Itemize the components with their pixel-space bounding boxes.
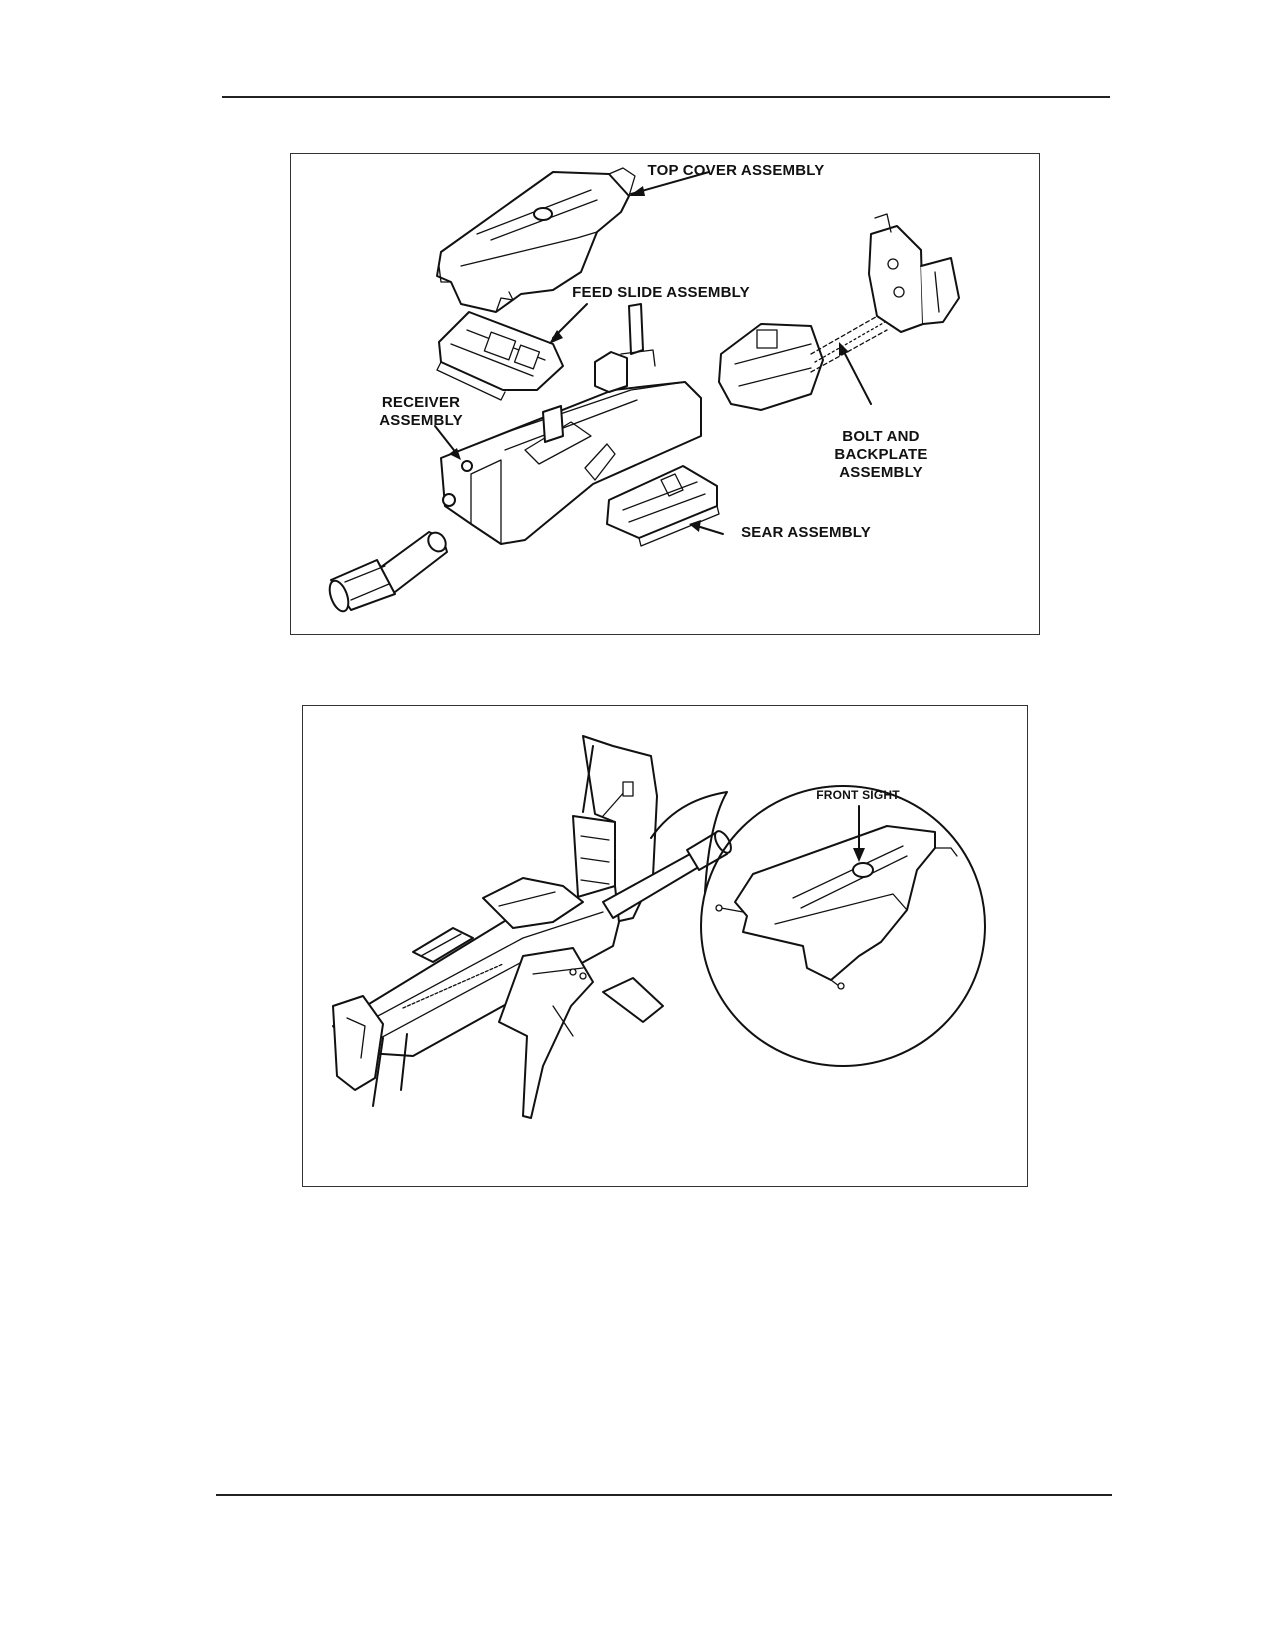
detail-cover-drawing [715, 825, 958, 990]
footer-rule [216, 1494, 1112, 1496]
label-receiver-assembly: RECEIVER ASSEMBLY [379, 394, 463, 429]
feed-slide-drawing [436, 311, 564, 401]
receiver-body-drawing [332, 877, 620, 1107]
top-cover-drawing [436, 167, 636, 313]
sear-drawing [606, 465, 720, 547]
front-sight-figure: FRONT SIGHT [302, 705, 1028, 1187]
bolt-leader [842, 349, 872, 405]
label-bolt-backplate-assembly: BOLT AND BACKPLATE ASSEMBLY [834, 428, 928, 481]
barrel-raised-drawing [602, 830, 732, 919]
label-front-sight: FRONT SIGHT [816, 788, 900, 802]
callout-connector [650, 791, 728, 893]
header-rule [222, 96, 1110, 98]
top-cover-leader [630, 171, 710, 195]
grips-drawing [498, 947, 664, 1119]
detail-circle [700, 785, 986, 1067]
bolt-backplate-drawing [718, 213, 960, 411]
sear-leader [696, 525, 724, 535]
barrel-drawing [328, 531, 448, 613]
label-top-cover-assembly: TOP COVER ASSEMBLY [647, 162, 825, 179]
front-sight-drawing [332, 735, 986, 1119]
exploded-view-drawing [328, 167, 960, 613]
receiver-leader [434, 425, 458, 455]
label-sear-assembly: SEAR ASSEMBLY [741, 524, 871, 541]
label-feed-slide-assembly: FEED SLIDE ASSEMBLY [572, 284, 750, 301]
receiver-drawing [440, 303, 702, 545]
exploded-view-figure: TOP COVER ASSEMBLY FEED SLIDE ASSEMBLY R… [290, 153, 1040, 635]
